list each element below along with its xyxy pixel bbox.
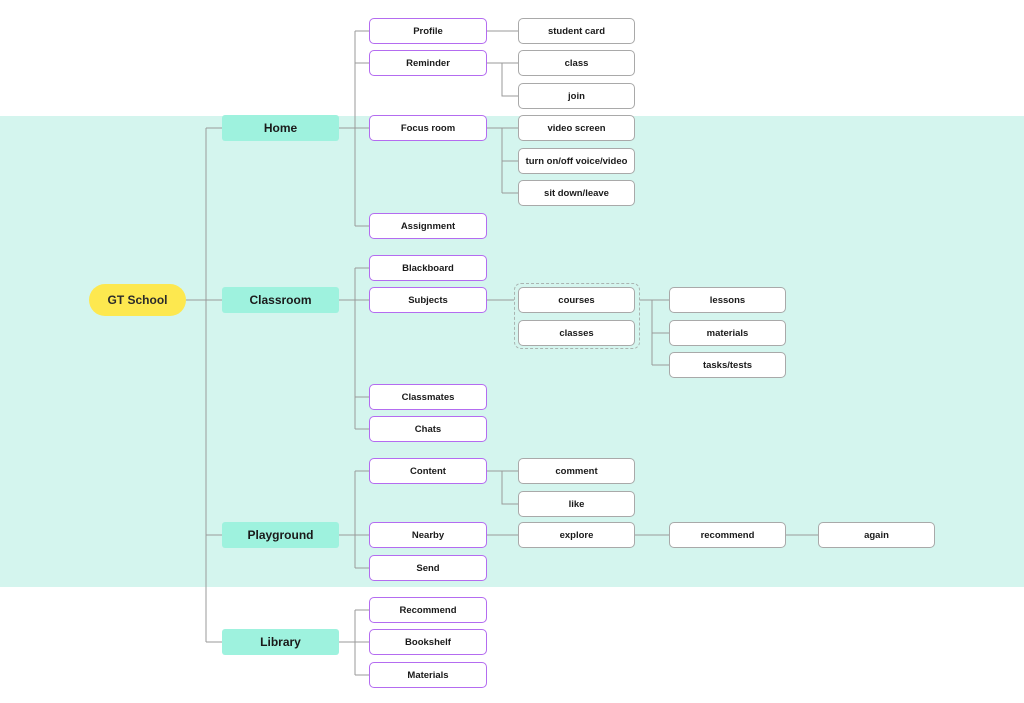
category-classroom[interactable]: Classroom (222, 287, 339, 313)
classroom-subjects-node[interactable]: Subjects (369, 287, 487, 313)
classroom-blackboard-node[interactable]: Blackboard (369, 255, 487, 281)
voice-video-toggle-node[interactable]: turn on/off voice/video (518, 148, 635, 174)
home-focus-room-node[interactable]: Focus room (369, 115, 487, 141)
library-bookshelf-node[interactable]: Bookshelf (369, 629, 487, 655)
subjects-group-frame (514, 283, 640, 349)
category-library[interactable]: Library (222, 629, 339, 655)
classroom-chats-node[interactable]: Chats (369, 416, 487, 442)
tasks-tests-node[interactable]: tasks/tests (669, 352, 786, 378)
materials-node[interactable]: materials (669, 320, 786, 346)
student-card-node[interactable]: student card (518, 18, 635, 44)
library-recommend-node[interactable]: Recommend (369, 597, 487, 623)
courses-node[interactable]: courses (518, 287, 635, 313)
explore-node[interactable]: explore (518, 522, 635, 548)
home-assignment-node[interactable]: Assignment (369, 213, 487, 239)
home-reminder-node[interactable]: Reminder (369, 50, 487, 76)
highlight-band (0, 116, 1024, 587)
class-node[interactable]: class (518, 50, 635, 76)
sit-down-leave-node[interactable]: sit down/leave (518, 180, 635, 206)
category-playground[interactable]: Playground (222, 522, 339, 548)
root-node[interactable]: GT School (89, 284, 186, 316)
library-materials-node[interactable]: Materials (369, 662, 487, 688)
playground-nearby-node[interactable]: Nearby (369, 522, 487, 548)
comment-node[interactable]: comment (518, 458, 635, 484)
classes-node[interactable]: classes (518, 320, 635, 346)
home-profile-node[interactable]: Profile (369, 18, 487, 44)
again-node[interactable]: again (818, 522, 935, 548)
lessons-node[interactable]: lessons (669, 287, 786, 313)
playground-content-node[interactable]: Content (369, 458, 487, 484)
recommend-node[interactable]: recommend (669, 522, 786, 548)
playground-send-node[interactable]: Send (369, 555, 487, 581)
video-screen-node[interactable]: video screen (518, 115, 635, 141)
join-node[interactable]: join (518, 83, 635, 109)
like-node[interactable]: like (518, 491, 635, 517)
classroom-classmates-node[interactable]: Classmates (369, 384, 487, 410)
category-home[interactable]: Home (222, 115, 339, 141)
